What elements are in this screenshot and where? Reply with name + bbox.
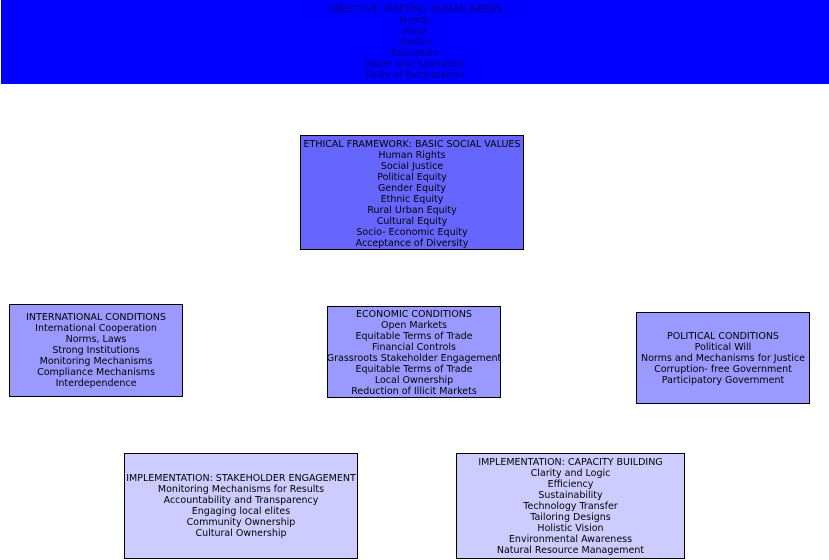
- economic-conditions-title: ECONOMIC CONDITIONS: [356, 309, 472, 320]
- capacity-building-item: Natural Resource Management: [496, 545, 645, 556]
- capacity-building-item: Tailoring Designs: [530, 512, 611, 523]
- objective-item: Shelter: [397, 37, 432, 48]
- capacity-building-title: IMPLEMENTATION: CAPACITY BUILDING: [478, 457, 663, 468]
- ethical-framework-item: Acceptance of Diversity: [355, 238, 469, 249]
- capacity-building-item: Clarity and Logic: [530, 468, 611, 479]
- stakeholder-engagement-box: IMPLEMENTATION: STAKEHOLDER ENGAGEMENT M…: [124, 453, 358, 559]
- capacity-building-item: Holistic Vision: [537, 523, 604, 534]
- capacity-building-item: Environmental Awareness: [508, 534, 633, 545]
- international-conditions-item: Strong Institutions: [52, 345, 140, 356]
- economic-conditions-item: Reduction of Illicit Markets: [351, 386, 477, 397]
- ethical-framework-item: Gender Equity: [377, 183, 447, 194]
- ethical-framework-item: Ethnic Equity: [380, 194, 444, 205]
- stakeholder-engagement-item: Engaging local elites: [191, 506, 291, 517]
- political-conditions-title: POLITICAL CONDITIONS: [667, 330, 779, 342]
- ethical-framework-box: ETHICAL FRAMEWORK: BASIC SOCIAL VALUES H…: [300, 135, 524, 250]
- stakeholder-engagement-item: Monitoring Mechanisms for Results: [157, 484, 325, 495]
- capacity-building-item: Technology Transfer: [523, 501, 618, 512]
- economic-conditions-item: Financial Controls: [372, 342, 456, 353]
- objective-box: OBJECTIVE: MEETING HUMAN NEEDS Health Fo…: [1, 0, 829, 84]
- objective-item: Political Participation: [365, 70, 465, 81]
- objective-item: Health: [399, 15, 431, 26]
- ethical-framework-item: Cultural Equity: [376, 216, 448, 227]
- economic-conditions-item: Grassroots Stakeholder Engagement: [326, 353, 502, 364]
- political-conditions-item: Participatory Government: [661, 374, 785, 386]
- ethical-framework-item: Social Justice: [380, 161, 444, 172]
- political-conditions-item: Corruption- free Government: [654, 363, 792, 375]
- international-conditions-title: INTERNATIONAL CONDITIONS: [26, 312, 166, 323]
- economic-conditions-item: Equitable Terms of Trade: [355, 331, 473, 342]
- economic-conditions-item: Open Markets: [381, 320, 447, 331]
- stakeholder-engagement-item: Accountability and Transparency: [163, 495, 319, 506]
- capacity-building-item: Sustainability: [538, 490, 603, 501]
- ethical-framework-title: ETHICAL FRAMEWORK: BASIC SOCIAL VALUES: [303, 139, 521, 150]
- objective-item: Education: [391, 48, 439, 59]
- political-conditions-box: POLITICAL CONDITIONS Political Will Norm…: [636, 312, 810, 404]
- capacity-building-box: IMPLEMENTATION: CAPACITY BUILDING Clarit…: [456, 453, 685, 559]
- international-conditions-item: Interdependence: [55, 378, 137, 389]
- objective-item: Water and Sanitation: [364, 59, 466, 70]
- objective-title: OBJECTIVE: MEETING HUMAN NEEDS: [327, 4, 503, 15]
- capacity-building-item: Efficiency: [547, 479, 594, 490]
- international-conditions-item: Compliance Mechanisms: [37, 367, 155, 378]
- ethical-framework-item: Socio- Economic Equity: [356, 227, 468, 238]
- ethical-framework-item: Human Rights: [378, 150, 446, 161]
- economic-conditions-box: ECONOMIC CONDITIONS Open Markets Equitab…: [327, 306, 501, 398]
- political-conditions-item: Political Will: [694, 341, 752, 353]
- economic-conditions-item: Local Ownership: [374, 375, 454, 386]
- international-conditions-item: International Cooperation: [35, 323, 157, 334]
- stakeholder-engagement-item: Community Ownership: [186, 517, 296, 528]
- objective-item: Food: [403, 26, 427, 37]
- political-conditions-item: Norms and Mechanisms for Justice: [640, 352, 805, 364]
- ethical-framework-item: Rural Urban Equity: [367, 205, 457, 216]
- international-conditions-item: Monitoring Mechanisms: [39, 356, 153, 367]
- international-conditions-box: INTERNATIONAL CONDITIONS International C…: [9, 304, 183, 397]
- ethical-framework-item: Political Equity: [377, 172, 447, 183]
- international-conditions-item: Norms, Laws: [65, 334, 127, 345]
- stakeholder-engagement-title: IMPLEMENTATION: STAKEHOLDER ENGAGEMENT: [126, 473, 356, 484]
- economic-conditions-item: Equitable Terms of Trade: [355, 364, 473, 375]
- stakeholder-engagement-item: Cultural Ownership: [195, 528, 287, 539]
